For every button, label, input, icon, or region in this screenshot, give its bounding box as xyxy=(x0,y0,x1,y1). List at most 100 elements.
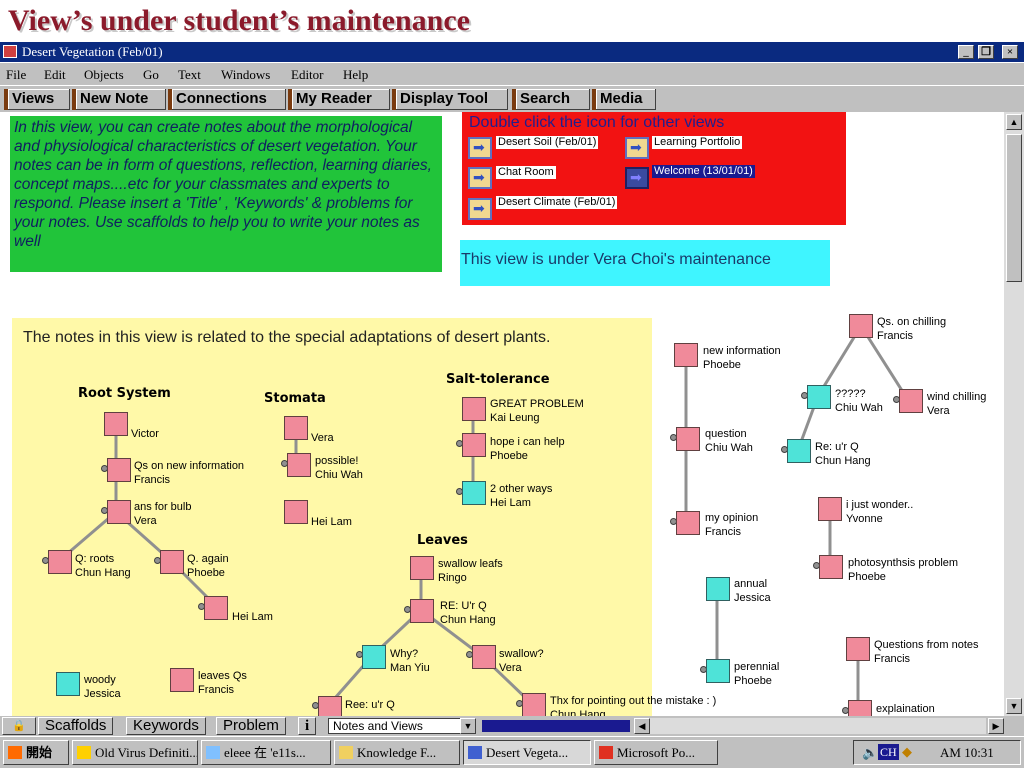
view-arrow-icon[interactable] xyxy=(468,198,492,220)
network-icon xyxy=(206,746,220,759)
note-icon[interactable] xyxy=(818,497,842,521)
note-label: Victor xyxy=(131,427,159,441)
minimize-button[interactable]: _ xyxy=(958,45,974,59)
search-button[interactable]: Search xyxy=(512,89,590,110)
note-icon[interactable] xyxy=(104,412,128,436)
restore-button[interactable]: ❒ xyxy=(978,45,994,59)
input-language-indicator[interactable]: CH xyxy=(878,744,899,760)
view-link-chat-room[interactable]: Chat Room xyxy=(496,166,556,179)
bottom-bar: 🔒 Scaffolds Keywords Problem i Notes and… xyxy=(0,716,1024,736)
note-icon[interactable] xyxy=(287,453,311,477)
menu-help[interactable]: Help xyxy=(343,67,369,82)
view-select[interactable]: Notes and Views xyxy=(328,718,476,734)
note-icon[interactable] xyxy=(849,314,873,338)
note-icon[interactable] xyxy=(160,550,184,574)
note-icon[interactable] xyxy=(107,458,131,482)
menu-go[interactable]: Go xyxy=(143,67,159,82)
menu-edit[interactable]: Edit xyxy=(44,67,66,82)
view-arrow-icon[interactable] xyxy=(468,167,492,189)
menu-editor[interactable]: Editor xyxy=(291,67,324,82)
new-note-button[interactable]: New Note xyxy=(72,89,166,110)
scroll-right-icon[interactable]: ▶ xyxy=(988,718,1004,734)
scroll-down-icon[interactable]: ▼ xyxy=(1006,698,1022,714)
note-icon[interactable] xyxy=(522,693,546,717)
task-microsoft-powerpoint[interactable]: Microsoft Po... xyxy=(594,740,718,765)
note-icon[interactable] xyxy=(462,481,486,505)
note-icon[interactable] xyxy=(819,555,843,579)
task-knowledge-forum[interactable]: Knowledge F... xyxy=(334,740,460,765)
scroll-left-icon[interactable]: ◀ xyxy=(634,718,650,734)
speaker-icon[interactable]: 🔈 xyxy=(862,745,879,760)
view-link-desert-climate[interactable]: Desert Climate (Feb/01) xyxy=(496,196,618,209)
note-author: Francis xyxy=(134,474,171,486)
view-arrow-icon[interactable] xyxy=(468,137,492,159)
info-button[interactable]: i xyxy=(298,717,317,735)
note-icon[interactable] xyxy=(676,427,700,451)
lock-icon[interactable]: 🔒 xyxy=(2,717,36,735)
scroll-up-icon[interactable]: ▲ xyxy=(1006,114,1022,130)
task-desert-vegetation[interactable]: Desert Vegeta... xyxy=(463,740,591,765)
note-icon[interactable] xyxy=(899,389,923,413)
note-icon[interactable] xyxy=(676,511,700,535)
display-tool-button[interactable]: Display Tool xyxy=(392,89,508,110)
note-icon[interactable] xyxy=(56,672,80,696)
scroll-thumb[interactable] xyxy=(1006,134,1022,282)
vertical-scrollbar[interactable]: ▲ ▼ xyxy=(1004,112,1024,716)
note-icon[interactable] xyxy=(362,645,386,669)
views-button[interactable]: Views xyxy=(4,89,70,110)
note-icon[interactable] xyxy=(204,596,228,620)
note-icon[interactable] xyxy=(787,439,811,463)
close-button[interactable]: × xyxy=(1002,45,1018,59)
clock[interactable]: AM 10:31 xyxy=(940,745,994,760)
horizontal-scrollbar[interactable] xyxy=(650,718,986,734)
note-title: perennial xyxy=(734,661,780,673)
note-icon[interactable] xyxy=(674,343,698,367)
note-icon[interactable] xyxy=(706,659,730,683)
note-author: Francis xyxy=(705,526,742,538)
menu-file[interactable]: File xyxy=(6,67,27,82)
note-title: wind chilling xyxy=(927,391,987,403)
tab-keywords[interactable]: Keywords xyxy=(126,717,206,735)
note-icon[interactable] xyxy=(284,500,308,524)
view-link-desert-soil[interactable]: Desert Soil (Feb/01) xyxy=(496,136,599,149)
task-label: Microsoft Po... xyxy=(617,745,695,760)
note-icon[interactable] xyxy=(107,500,131,524)
window-titlebar[interactable]: Desert Vegetation (Feb/01) _ ❒ × xyxy=(0,42,1024,62)
note-icon[interactable] xyxy=(462,397,486,421)
start-label: 開始 xyxy=(26,745,53,760)
maintenance-note[interactable]: This view is under Vera Choi's maintenan… xyxy=(460,240,830,286)
note-icon[interactable] xyxy=(462,433,486,457)
task-eleee[interactable]: eleee 在 'e11s... xyxy=(201,740,331,765)
note-icon[interactable] xyxy=(846,637,870,661)
task-old-virus[interactable]: Old Virus Definiti... xyxy=(72,740,198,765)
note-title: question xyxy=(705,428,747,440)
note-icon[interactable] xyxy=(170,668,194,692)
note-icon[interactable] xyxy=(807,385,831,409)
note-icon[interactable] xyxy=(472,645,496,669)
tab-problem[interactable]: Problem xyxy=(216,717,286,735)
my-reader-button[interactable]: My Reader xyxy=(288,89,390,110)
view-arrow-icon[interactable] xyxy=(625,167,649,189)
instruction-note[interactable]: In this view, you can create notes about… xyxy=(10,116,442,272)
menu-windows[interactable]: Windows xyxy=(221,67,271,82)
note-label: Vera xyxy=(311,431,334,445)
note-icon[interactable] xyxy=(48,550,72,574)
start-button[interactable]: 開始 xyxy=(3,740,69,765)
chevron-down-icon[interactable]: ▼ xyxy=(460,718,476,734)
view-arrow-icon[interactable] xyxy=(625,137,649,159)
tab-scaffolds[interactable]: Scaffolds xyxy=(38,717,114,735)
note-icon[interactable] xyxy=(410,599,434,623)
menu-objects[interactable]: Objects xyxy=(84,67,124,82)
note-icon[interactable] xyxy=(284,416,308,440)
note-icon[interactable] xyxy=(706,577,730,601)
note-icon[interactable] xyxy=(410,556,434,580)
menu-text[interactable]: Text xyxy=(178,67,201,82)
note-label: swallow?Vera xyxy=(499,647,544,675)
ime-icon[interactable]: ◆ xyxy=(902,744,912,759)
view-link-welcome[interactable]: Welcome (13/01/01) xyxy=(652,165,755,178)
connections-button[interactable]: Connections xyxy=(168,89,286,110)
view-link-learning-portfolio[interactable]: Learning Portfolio xyxy=(652,136,743,149)
media-button[interactable]: Media xyxy=(592,89,656,110)
